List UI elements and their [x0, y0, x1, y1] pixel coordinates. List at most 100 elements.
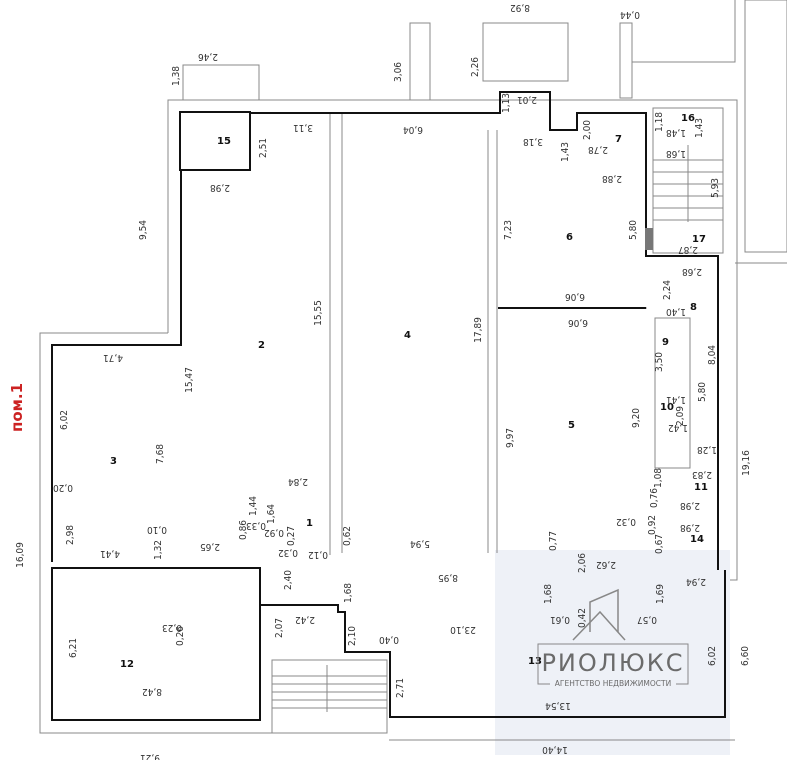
- dimension-label: 6,06: [565, 291, 585, 302]
- room-5: 5: [568, 420, 575, 431]
- dimension-label: 15,47: [184, 367, 195, 393]
- watermark-subtitle: АГЕНТСТВО НЕДВИЖИМОСТИ: [555, 679, 671, 688]
- room-2: 2: [258, 340, 265, 351]
- dimension-label: 4,71: [103, 352, 123, 363]
- room-12: 12: [120, 659, 134, 670]
- dimension-label: 2,94: [686, 576, 706, 587]
- dimension-label: 2,98: [210, 182, 230, 193]
- dimension-label: 8,04: [707, 345, 718, 365]
- dimension-label: 2,09: [675, 406, 686, 426]
- dimension-label: 9,21: [140, 752, 160, 760]
- dimension-label: 5,80: [697, 382, 708, 402]
- dimension-label: 17,89: [473, 317, 484, 343]
- dimension-label: 0,27: [286, 526, 297, 546]
- dimension-label: 0,61: [550, 614, 570, 625]
- dimension-label: 1,64: [266, 504, 277, 524]
- dimension-label: 2,83: [692, 469, 712, 480]
- dimension-label: 3,50: [654, 352, 665, 372]
- dimension-label: 0,62: [342, 526, 353, 546]
- dimension-label: 6,02: [59, 410, 70, 430]
- dimension-label: 2,88: [602, 173, 622, 184]
- dimension-label: 2,84: [288, 476, 308, 487]
- dimension-label: 1,68: [666, 148, 686, 159]
- dimension-label: 1,43: [560, 142, 571, 162]
- dimension-label: 2,78: [588, 144, 608, 155]
- dimension-label: 9,54: [138, 220, 149, 240]
- dimension-label: 8,92: [510, 2, 530, 13]
- dimension-label: 3,06: [393, 62, 404, 82]
- dimension-label: 7,68: [155, 444, 166, 464]
- dimension-label: 1,68: [343, 583, 354, 603]
- room-7: 7: [615, 134, 622, 145]
- room-1: 1: [306, 518, 313, 529]
- room-numbers: 1 2 3 4 5 6 7 8 9 10 11 12 13 14 15 16 1…: [110, 113, 708, 670]
- dimension-label: 2,68: [682, 266, 702, 277]
- dimension-label: 2,40: [283, 570, 294, 590]
- dimension-label: 7,23: [503, 220, 514, 240]
- dimension-label: 2,98: [680, 522, 700, 533]
- room-17: 17: [692, 234, 706, 245]
- dimension-label: 2,87: [678, 244, 698, 255]
- stairs: [272, 145, 723, 712]
- dimension-label: 0,86: [238, 520, 249, 540]
- dimension-label: 2,46: [198, 51, 218, 62]
- watermark-brand: РИОЛЮКС: [541, 649, 684, 677]
- dimension-label: 23,10: [450, 624, 476, 635]
- dimension-label: 0,32: [616, 516, 636, 527]
- dimension-label: 2,06: [577, 553, 588, 573]
- dimension-label: 2,10: [347, 626, 358, 646]
- dimension-label: 1,69: [655, 584, 666, 604]
- dimension-label: 0,77: [548, 531, 559, 551]
- dimension-label: 0,44: [620, 9, 640, 20]
- dimension-label: 2,00: [582, 120, 593, 140]
- dimension-label: 8,95: [438, 572, 458, 583]
- dimension-label: 15,55: [313, 300, 324, 326]
- room-15: 15: [217, 136, 231, 147]
- dimension-label: 0,57: [637, 614, 657, 625]
- room-4: 4: [404, 330, 411, 341]
- room-3: 3: [110, 456, 117, 467]
- dimension-label: 1,08: [653, 468, 664, 488]
- dimension-label: 3,18: [523, 136, 543, 147]
- dimension-label: 2,71: [395, 678, 406, 698]
- dimension-label: 0,10: [147, 524, 167, 535]
- dimension-label: 1,18: [654, 112, 665, 132]
- dimension-label: 5,94: [410, 538, 430, 549]
- dimension-label: 8,42: [142, 686, 162, 697]
- dimension-label: 0,92: [264, 527, 284, 538]
- room-13: 13: [528, 656, 542, 667]
- dimension-label: 0,20: [53, 482, 73, 493]
- dimension-label: 0,33: [246, 520, 266, 531]
- dimension-label: 0,23: [162, 622, 182, 633]
- dimension-label: 2,24: [662, 280, 673, 300]
- watermark-logo: РИОЛЮКС АГЕНТСТВО НЕДВИЖИМОСТИ: [537, 588, 689, 688]
- dimension-label: 2,98: [65, 525, 76, 545]
- dimension-label: 0,42: [577, 608, 588, 628]
- dimension-label: 1,40: [666, 306, 686, 317]
- dimension-label: 1,68: [543, 584, 554, 604]
- dimension-label: 0,92: [647, 515, 658, 535]
- dimension-label: 0,26: [175, 626, 186, 646]
- room-10: 10: [660, 402, 674, 413]
- dimension-label: 0,67: [654, 534, 665, 554]
- dimension-label: 1,43: [694, 118, 705, 138]
- dimension-label: 5,80: [628, 220, 639, 240]
- dimension-label: 0,12: [308, 549, 328, 560]
- premises-label: пом.1: [8, 383, 26, 432]
- dimension-label: 16,09: [15, 542, 26, 568]
- dimension-label: 3,11: [293, 122, 313, 133]
- dimension-label: 6,04: [403, 124, 423, 135]
- dimension-label: 1,13: [501, 93, 512, 113]
- room-8: 8: [690, 302, 697, 313]
- dimension-label: 2,26: [470, 57, 481, 77]
- dimension-label: 2,62: [596, 559, 616, 570]
- dimension-label: 9,20: [631, 408, 642, 428]
- dimension-label: 2,01: [517, 94, 537, 105]
- dimension-label: 2,98: [680, 500, 700, 511]
- room-14: 14: [690, 534, 704, 545]
- dimension-label: 2,07: [274, 618, 285, 638]
- dimension-label: 2,42: [295, 614, 315, 625]
- dimension-label: 6,60: [740, 646, 751, 666]
- room-11: 11: [694, 482, 708, 493]
